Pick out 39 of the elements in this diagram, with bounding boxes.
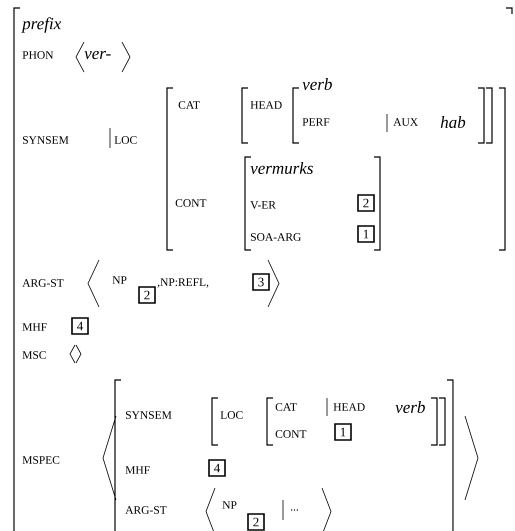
feature-label: NP: [112, 276, 126, 284]
tag-box: 4: [208, 459, 226, 477]
tag-box: 3: [252, 273, 270, 291]
feature-label: HEAD: [334, 403, 365, 411]
feature-label: CONT: [176, 199, 206, 207]
feature-label: ARG-ST: [22, 279, 64, 287]
tag-box: 1: [334, 423, 352, 441]
feature-label: CAT: [276, 403, 297, 411]
feature-label: MHF: [22, 323, 47, 331]
feature-label: ARG-ST: [125, 506, 167, 514]
value-text: verb: [395, 401, 425, 413]
value-text: vermurks: [250, 162, 313, 174]
tag-box: 2: [138, 286, 156, 304]
feature-label: MSC: [22, 351, 46, 359]
feature-label: LOC: [220, 411, 243, 419]
feature-label: HEAD: [250, 101, 282, 109]
feature-label: CAT: [178, 101, 200, 109]
feature-label: MHF: [126, 466, 150, 474]
feature-label: MSPEC: [22, 456, 60, 464]
feature-label: AUX: [393, 118, 418, 126]
feature-label: ...: [290, 509, 298, 511]
feature-label: SYNSEM: [126, 411, 172, 419]
feature-label: SYNSEM: [22, 136, 68, 144]
tag-box: 4: [71, 317, 89, 335]
feature-label: LOC: [114, 136, 137, 144]
feature-label: ,NP:REFL,: [158, 278, 208, 288]
value-text: verb: [302, 78, 332, 90]
tag-box: 1: [357, 225, 375, 243]
feature-label: V-ER: [250, 201, 276, 209]
feature-label: CONT: [276, 430, 306, 438]
feature-label: SOA-ARG: [250, 233, 301, 241]
value-text: hab: [440, 116, 466, 128]
feature-label: PHON: [22, 51, 54, 59]
feature-label: NP: [222, 501, 236, 509]
tag-box: 2: [357, 194, 375, 212]
value-text: prefix: [21, 17, 62, 33]
tag-box: 2: [247, 513, 265, 531]
value-text: ver-: [84, 50, 111, 60]
feature-label: PERF: [302, 118, 330, 126]
